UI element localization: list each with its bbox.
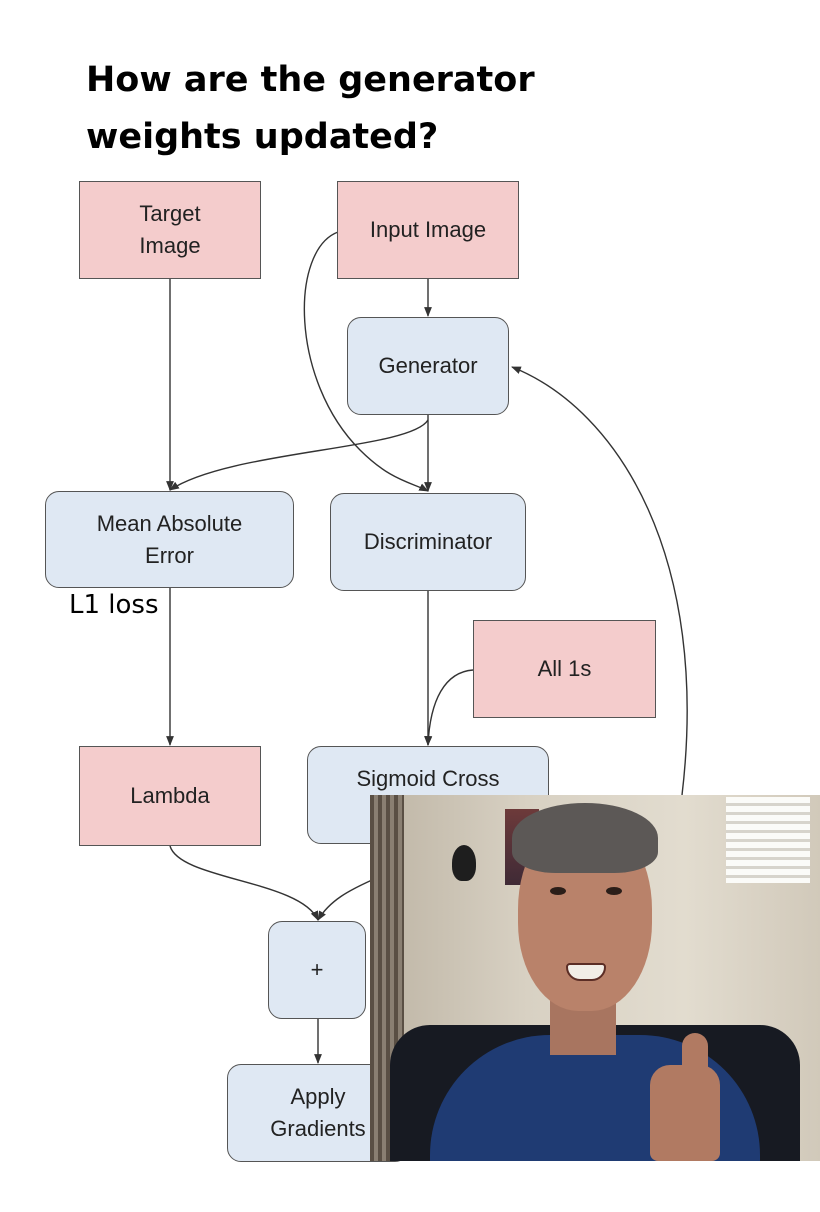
edge-feedback-to-generator — [511, 366, 688, 796]
webcam-presenter-eye-right — [606, 887, 622, 895]
slide-title: How are the generator weights updated? — [86, 52, 535, 166]
node-apply-gradients-label: Apply Gradients — [270, 1084, 366, 1141]
slide-title-line-1: How are the generator — [86, 60, 535, 100]
node-all-1s: All 1s — [473, 620, 656, 718]
node-plus: + — [268, 921, 366, 1019]
node-all-1s-label: All 1s — [537, 656, 592, 681]
node-lambda-label: Lambda — [130, 783, 210, 808]
node-target-image-label: Target Image — [139, 201, 201, 258]
node-sigmoid-cross-label: Sigmoid Cross — [356, 766, 500, 791]
node-discriminator: Discriminator — [330, 493, 526, 591]
webcam-window-blinds — [726, 797, 810, 883]
webcam-presenter-eye-left — [550, 887, 566, 895]
webcam-wall-mask — [452, 845, 476, 881]
l1-loss-annotation: L1 loss — [69, 590, 159, 620]
node-input-image: Input Image — [337, 181, 519, 279]
node-generator-label: Generator — [378, 353, 478, 378]
webcam-presenter-hair — [512, 803, 658, 873]
node-mean-absolute-error: Mean Absolute Error — [45, 491, 294, 588]
node-target-image: Target Image — [79, 181, 261, 279]
edge-all1s-to-sigmoid — [424, 669, 474, 746]
node-plus-label: + — [310, 957, 324, 982]
node-mae-label: Mean Absolute Error — [96, 510, 243, 568]
edge-lambda-to-plus — [169, 845, 319, 921]
node-input-image-label: Input Image — [369, 217, 487, 242]
node-discriminator-label: Discriminator — [363, 529, 493, 554]
edge-input-to-discriminator — [303, 231, 429, 492]
node-generator: Generator — [347, 317, 509, 415]
webcam-presenter-mouth — [566, 963, 606, 981]
slide-title-line-2: weights updated? — [86, 117, 439, 157]
webcam-presenter-thumb — [682, 1033, 708, 1083]
edge-sigmoid-to-plus — [317, 879, 373, 921]
presenter-webcam-overlay — [370, 795, 820, 1161]
edge-generator-to-mae — [169, 419, 429, 491]
node-lambda: Lambda — [79, 746, 261, 846]
